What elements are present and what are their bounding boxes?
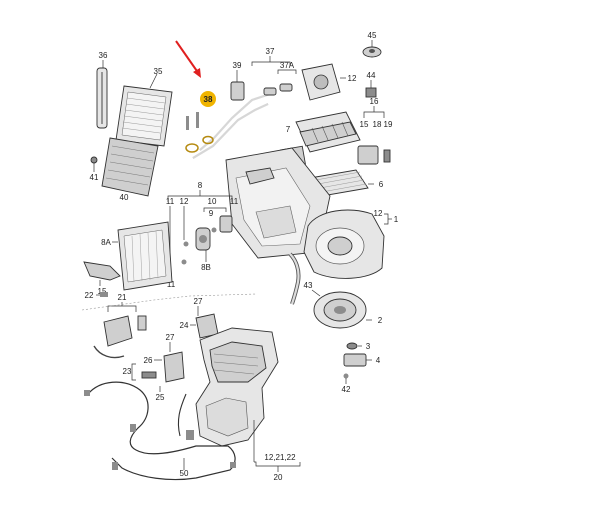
red-arrow [175, 40, 201, 78]
label-15b: 15 [98, 287, 107, 296]
label-12a: 12 [348, 74, 357, 83]
dashed-boundary [81, 293, 257, 311]
label-23: 23 [123, 367, 132, 376]
label-11c: 11 [167, 280, 176, 289]
label-24: 24 [180, 321, 189, 330]
label-50: 50 [180, 469, 189, 478]
drain-hose [288, 252, 301, 305]
label-40: 40 [120, 193, 129, 202]
label-41: 41 [90, 173, 99, 182]
part-45-washer: 45 [362, 31, 382, 58]
part-3-resistor: 3 [346, 342, 371, 351]
label-12c: 12 [374, 209, 383, 218]
label-18: 18 [373, 120, 382, 129]
label-25: 25 [156, 393, 165, 402]
label-3: 3 [366, 342, 371, 351]
label-8b: 8B [201, 263, 211, 272]
part-36-bracket: 36 [96, 51, 108, 129]
label-27b: 27 [166, 333, 175, 342]
part-8-group: 8 11 12 10 9 11 8B 11 [166, 181, 239, 289]
label-19: 19 [384, 120, 393, 129]
part-15-bracket: 15 [83, 261, 121, 296]
label-6: 6 [379, 180, 384, 189]
label-26: 26 [144, 356, 153, 365]
label-42: 42 [342, 385, 351, 394]
label-27a: 27 [194, 297, 203, 306]
part-21-linkage: 22 21 [85, 291, 147, 359]
part-40-plate: 41 40 [90, 137, 159, 202]
part-42-screw: 42 [342, 373, 351, 394]
label-1: 1 [394, 215, 399, 224]
label-12-21-22: 12,21,22 [264, 453, 296, 462]
blower-housing: 12 1 [303, 209, 399, 279]
housing-callout: 12,21,22 20 [253, 420, 301, 482]
label-8a: 8A [101, 238, 111, 247]
part-50-wiring-harness: 50 [84, 381, 236, 481]
label-11b: 11 [230, 197, 239, 206]
label-15a: 15 [360, 120, 369, 129]
label-45: 45 [368, 31, 377, 40]
label-44: 44 [367, 71, 376, 80]
label-8: 8 [198, 181, 203, 190]
label-43: 43 [304, 281, 313, 290]
part-38-pipes [185, 92, 271, 159]
label-21: 21 [118, 293, 127, 302]
highlight-badge-38[interactable]: 38 [200, 91, 216, 107]
part-12-flange: 12 [301, 63, 357, 101]
label-11a: 11 [166, 197, 175, 206]
label-22: 22 [85, 291, 94, 300]
label-39: 39 [233, 61, 242, 70]
label-37: 37 [266, 47, 275, 56]
part-20-distribution-housing [195, 327, 279, 447]
label-7: 7 [286, 125, 291, 134]
part-4-connector: 4 [343, 353, 381, 367]
label-36: 36 [99, 51, 108, 60]
label-38: 38 [204, 95, 213, 104]
part-35-heater-core: 35 [115, 67, 173, 147]
label-37a: 37A [280, 61, 295, 70]
label-35: 35 [154, 67, 163, 76]
part-16-actuator-group: 16 15 18 19 [357, 97, 393, 165]
label-10: 10 [208, 197, 217, 206]
label-2: 2 [378, 316, 383, 325]
label-20: 20 [274, 473, 283, 482]
part-8a-evaporator: 8A [101, 221, 173, 291]
part-37-fittings: 37 37A [251, 47, 297, 96]
part-26-actuator: 27 26 23 25 [123, 333, 185, 402]
part-24-actuator: 27 24 [180, 297, 219, 339]
label-12b: 12 [180, 197, 189, 206]
label-9: 9 [209, 209, 214, 218]
part-43-blower-motor: 43 2 [304, 281, 383, 329]
part-44-nut: 44 [365, 71, 377, 98]
label-4: 4 [376, 356, 381, 365]
label-16: 16 [370, 97, 379, 106]
part-39: 39 [230, 61, 245, 101]
